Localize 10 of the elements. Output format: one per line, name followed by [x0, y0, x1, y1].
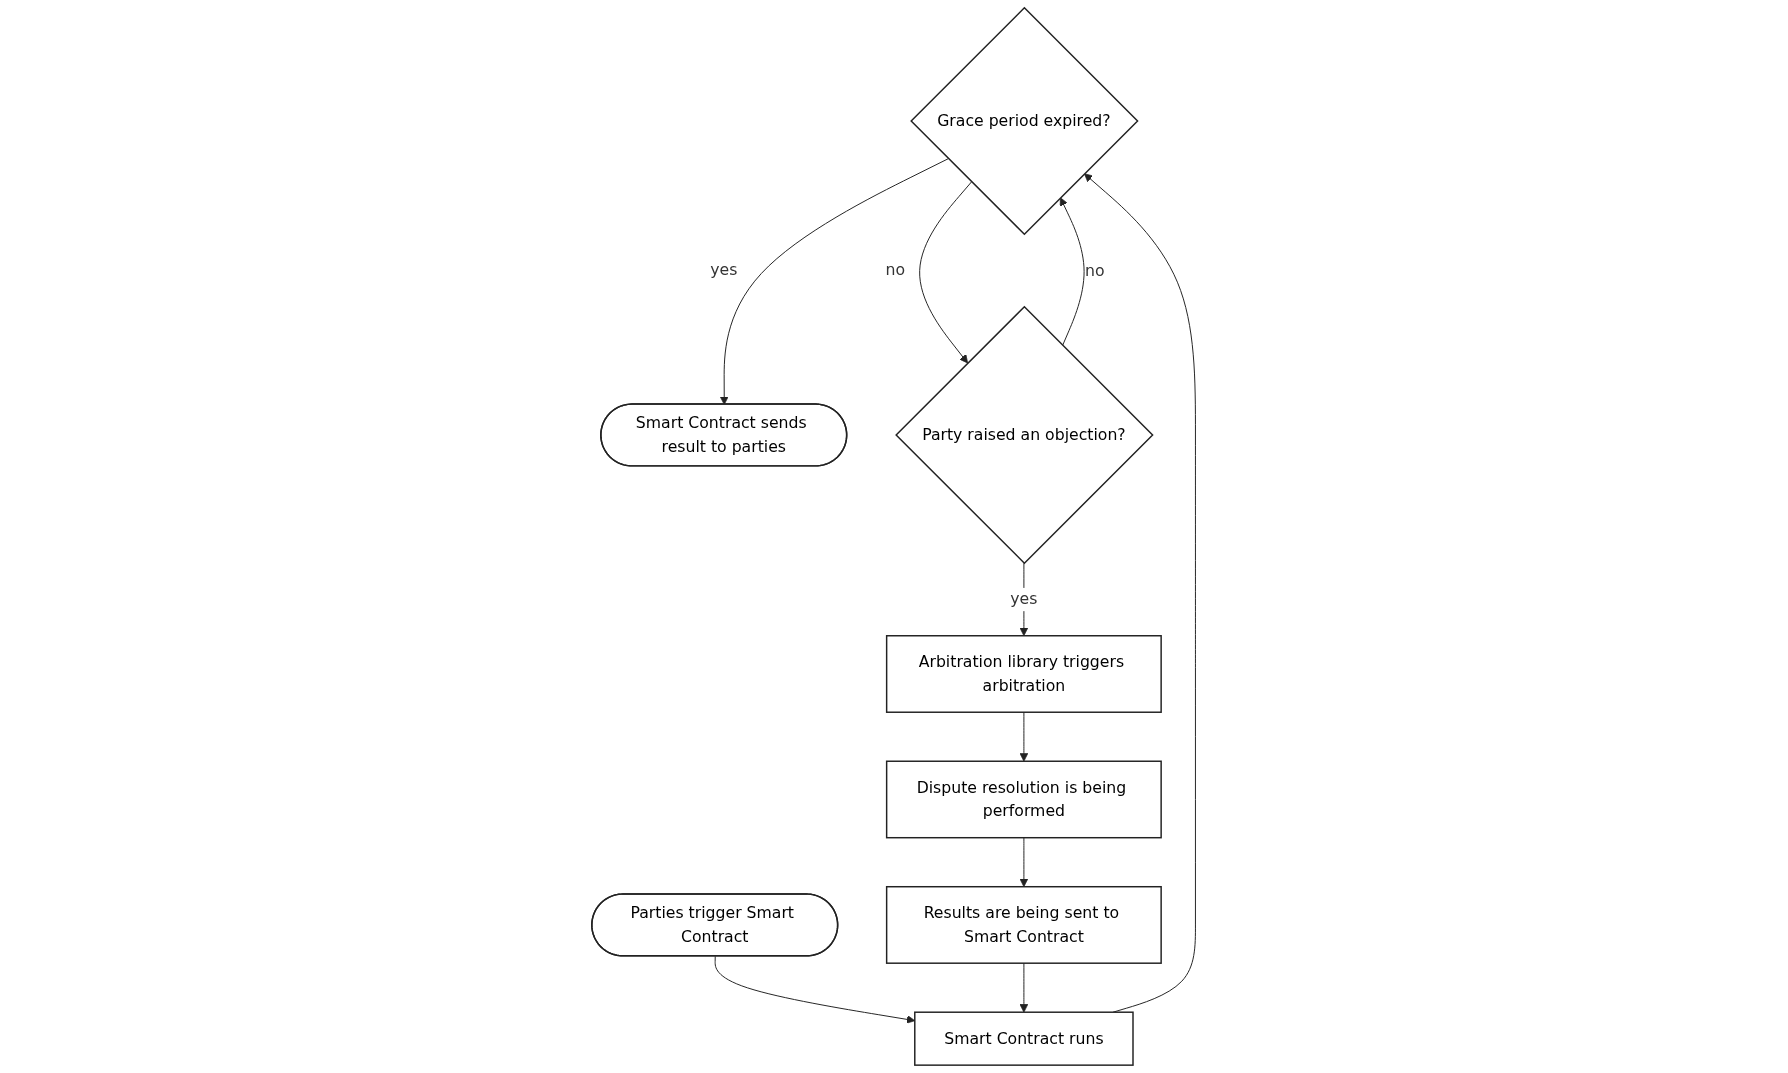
- node-box: Results are being sent to Smart Contract: [886, 886, 1163, 964]
- edge-label: yes: [710, 260, 738, 280]
- node-box: Arbitration library triggers arbitration: [886, 635, 1163, 713]
- node-box: Dispute resolution is being performed: [886, 760, 1163, 839]
- edge-label: no: [885, 260, 906, 280]
- node-diamond: Grace period expired?: [910, 6, 1139, 236]
- edge-label: yes: [1010, 589, 1038, 609]
- edge-label: no: [1085, 261, 1105, 280]
- node-diamond: Party raised an objection?: [895, 305, 1154, 565]
- node-box: Smart Contract runs: [914, 1011, 1135, 1066]
